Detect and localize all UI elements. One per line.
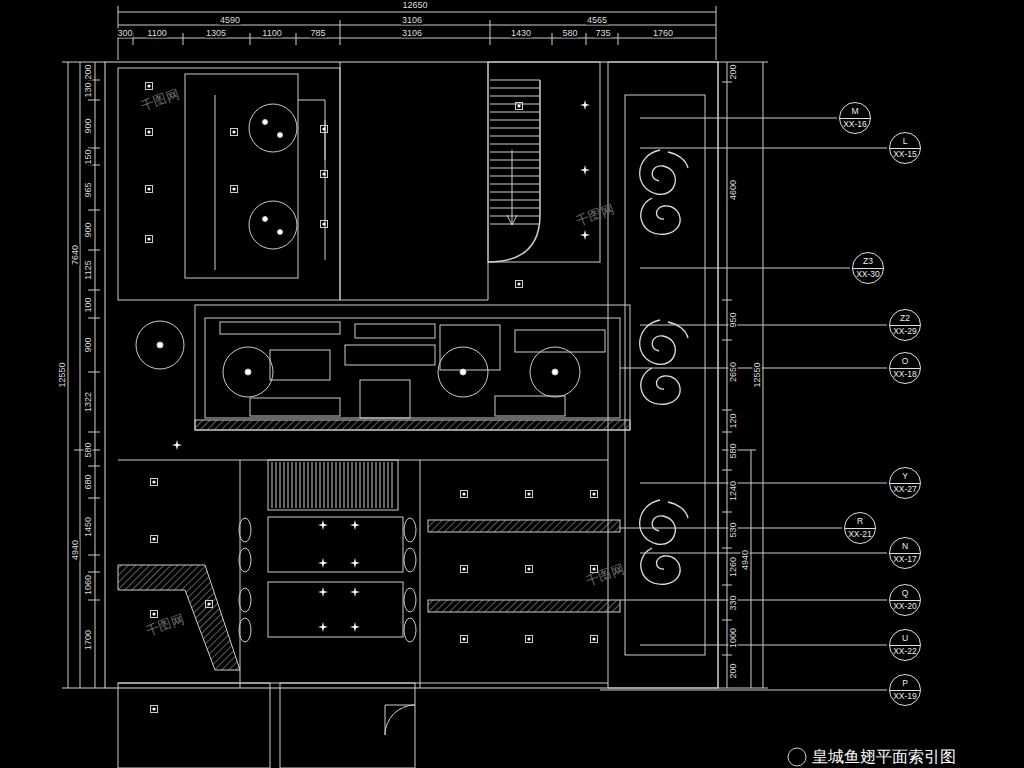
sheet-number: XX-29 — [893, 326, 917, 337]
dimension-text: 580 — [561, 29, 578, 38]
dimension-text: 150 — [84, 148, 93, 165]
sheet-number: XX-18 — [893, 369, 917, 380]
divider-line — [890, 325, 920, 326]
sheet-number: XX-16 — [843, 119, 867, 130]
watermark: 千图网 — [574, 202, 615, 228]
dimension-text: 4940 — [71, 539, 80, 561]
callout-number: M — [851, 106, 858, 117]
dimension-text: 1260 — [729, 556, 738, 578]
dimension-text: 680 — [84, 473, 93, 490]
divider-line — [890, 483, 920, 484]
dimension-text: 1240 — [729, 480, 738, 502]
sheet-number: XX-15 — [893, 149, 917, 160]
dimension-text: 1322 — [84, 391, 93, 413]
dimension-text: 1100 — [261, 29, 282, 38]
index-callout: Z2XX-29 — [889, 309, 921, 341]
dimension-text: 4565 — [586, 16, 608, 25]
dimension-text: 1700 — [84, 629, 93, 651]
dimension-text: 580 — [84, 441, 93, 458]
dimension-text: 530 — [729, 521, 738, 538]
dimension-text: 330 — [729, 594, 738, 611]
divider-line — [890, 368, 920, 369]
dimension-text: 965 — [84, 181, 93, 198]
divider-line — [890, 645, 920, 646]
dimension-text: 120 — [729, 412, 738, 429]
index-callout: P XX-19 — [889, 674, 921, 706]
dimension-text: 1305 — [205, 29, 227, 38]
sheet-number: XX-27 — [893, 484, 917, 495]
index-callout: O XX-18 — [889, 352, 921, 384]
dimension-text: 3106 — [401, 16, 423, 25]
dimension-text: 12650 — [401, 1, 428, 10]
sheet-number: XX-22 — [893, 646, 917, 657]
divider-line — [890, 690, 920, 691]
callout-number: L — [903, 136, 908, 147]
dimension-text: 2650 — [729, 361, 738, 383]
callout-number: N — [902, 541, 908, 552]
dimension-text: 12550 — [58, 361, 67, 388]
sheet-number: XX-30 — [856, 269, 880, 280]
dimension-text: 900 — [84, 221, 93, 238]
index-callout: M XX-16 — [839, 102, 871, 134]
callout-number: U — [902, 633, 908, 644]
divider-line — [840, 118, 870, 119]
dimension-text: 7640 — [71, 244, 80, 266]
callout-number: Z3 — [863, 256, 873, 267]
dimension-text: 900 — [84, 117, 93, 134]
dimension-text: 1430 — [510, 29, 532, 38]
dimension-text: 735 — [594, 29, 611, 38]
sheet-number: XX-21 — [848, 529, 872, 540]
dimension-text: 200 — [729, 63, 738, 80]
divider-line — [845, 528, 875, 529]
divider-line — [890, 148, 920, 149]
dimension-text: 950 — [729, 311, 738, 328]
watermark: 千图网 — [139, 87, 180, 113]
callout-number: Y — [902, 471, 908, 482]
dimension-text: 130 — [84, 81, 93, 98]
dimension-text: 1125 — [84, 259, 93, 280]
dimension-text: 1100 — [146, 29, 167, 38]
divider-line — [890, 553, 920, 554]
sheet-number: XX-20 — [893, 601, 917, 612]
dimension-text: 1760 — [652, 29, 674, 38]
dimension-text: 1450 — [84, 516, 93, 538]
index-callout: Z3XX-30 — [852, 252, 884, 284]
dimension-text: 100 — [84, 296, 93, 313]
dimension-text: 1000 — [729, 627, 738, 649]
index-callout: N XX-17 — [889, 537, 921, 569]
dimension-text: 580 — [729, 442, 738, 459]
index-callout: Y XX-27 — [889, 467, 921, 499]
sheet-number: XX-19 — [893, 691, 917, 702]
dimension-text: 3106 — [401, 29, 423, 38]
divider-line — [853, 268, 883, 269]
dimension-text: 200 — [729, 662, 738, 679]
dimension-text: 1060 — [84, 574, 93, 596]
callout-number: P — [902, 678, 908, 689]
dimension-text: 4600 — [729, 179, 738, 201]
callout-number: Q — [902, 588, 909, 599]
index-callout: Q XX-20 — [889, 584, 921, 616]
dimension-text: 4940 — [741, 549, 750, 571]
dimension-text: 200 — [84, 63, 93, 80]
dimension-text: 900 — [84, 336, 93, 353]
dimension-text: 12550 — [753, 361, 762, 388]
callout-number: R — [857, 516, 863, 527]
index-callout: U XX-22 — [889, 629, 921, 661]
index-callout: L XX-15 — [889, 132, 921, 164]
index-callout: R XX-21 — [844, 512, 876, 544]
callout-number: Z2 — [900, 313, 910, 324]
dimension-text: 785 — [309, 29, 326, 38]
dimension-text: 300 — [116, 29, 133, 38]
callout-number: O — [902, 356, 909, 367]
drawing-title: 皇城鱼翅平面索引图 — [812, 748, 956, 766]
divider-line — [890, 600, 920, 601]
sheet-number: XX-17 — [893, 554, 917, 565]
dimension-text: 4590 — [219, 16, 241, 25]
